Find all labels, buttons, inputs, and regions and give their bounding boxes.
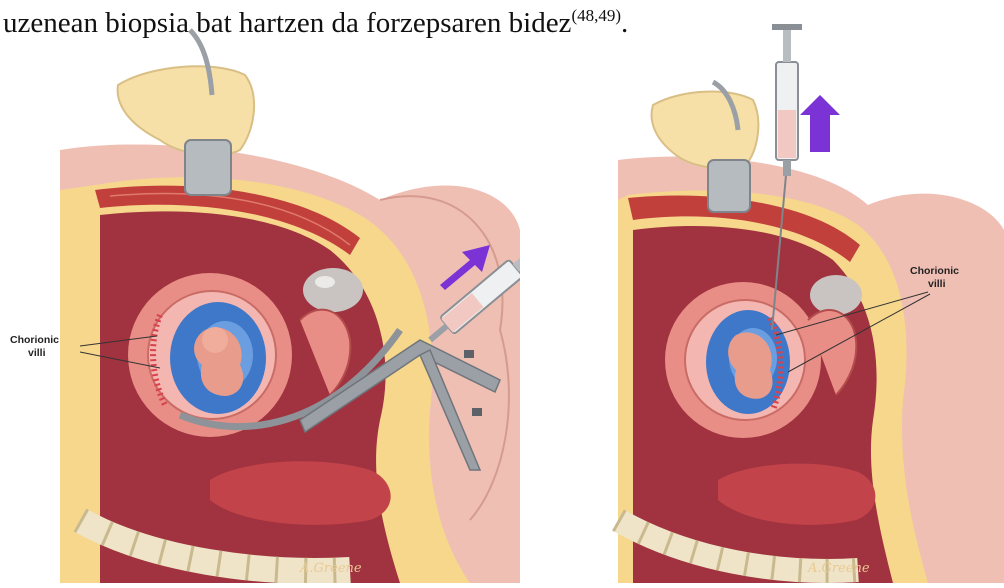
bladder xyxy=(303,268,363,312)
bladder xyxy=(810,275,862,315)
label-line1: Chorionic xyxy=(910,265,959,277)
transabdominal-sampling-figure: Chorionic villi A.Greene xyxy=(598,0,1004,583)
artist-signature: A.Greene xyxy=(807,561,870,576)
label-line1: Chorionic xyxy=(10,334,59,346)
ultrasound-probe xyxy=(185,140,231,195)
speculum-screw xyxy=(472,408,482,416)
label-line2: villi xyxy=(928,278,946,290)
fetus-head xyxy=(202,327,228,353)
syringe xyxy=(772,24,802,176)
left-illustration: Chorionic villi A.Greene xyxy=(0,0,520,583)
artist-signature: A.Greene xyxy=(299,561,362,576)
label-line2: villi xyxy=(28,347,46,359)
bladder-highlight xyxy=(315,276,335,288)
ultrasound-probe xyxy=(708,160,750,212)
speculum-screw xyxy=(464,350,474,358)
right-illustration: Chorionic villi A.Greene xyxy=(598,0,1004,583)
direction-arrow xyxy=(800,95,840,152)
transcervical-sampling-figure: Chorionic villi A.Greene xyxy=(0,0,520,583)
